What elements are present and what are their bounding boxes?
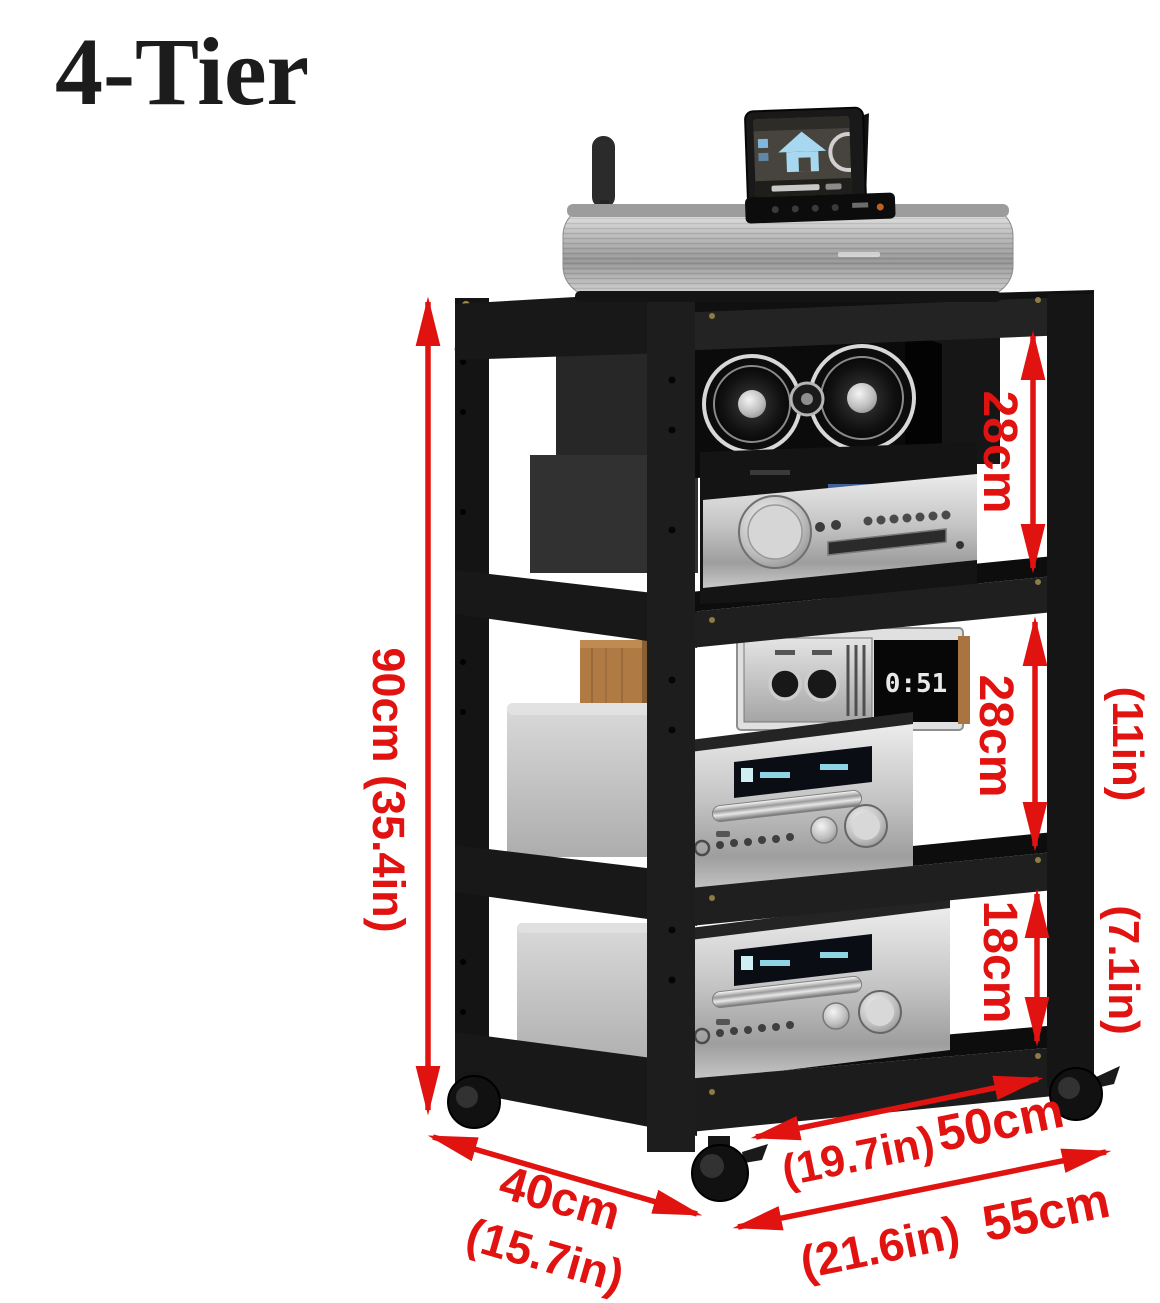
radio-dial bbox=[768, 667, 802, 701]
button-row bbox=[863, 510, 951, 526]
home-icon bbox=[778, 131, 827, 173]
disc-slot bbox=[827, 528, 947, 556]
label-overall-width-inches: (21.6in) bbox=[796, 1205, 964, 1288]
receiver-display bbox=[734, 934, 872, 986]
gold-screws bbox=[709, 297, 1041, 1095]
caster-brake bbox=[1094, 1066, 1120, 1088]
dimension-arrows bbox=[415, 296, 1112, 1231]
button-row bbox=[693, 831, 794, 857]
caster-front bbox=[691, 1136, 768, 1202]
label-overall-width: 55cm bbox=[978, 1172, 1114, 1252]
rack-front-right-post bbox=[1047, 294, 1094, 1088]
tier2-receiver bbox=[690, 712, 913, 894]
docked-tablet bbox=[744, 106, 896, 224]
cd-tray bbox=[711, 975, 863, 1009]
tier1-bookshelf-speaker bbox=[694, 332, 1000, 478]
tier1-receiver bbox=[700, 442, 977, 604]
label-total-height: 90cm (35.4in) bbox=[363, 647, 414, 932]
power-led bbox=[876, 203, 884, 211]
label-tier3-height-inches: (7.1in) bbox=[1099, 905, 1148, 1035]
caster-back-left bbox=[447, 1072, 501, 1129]
arrow-overall-width bbox=[732, 1148, 1112, 1231]
tweeter bbox=[789, 381, 825, 417]
tier3-receiver bbox=[690, 896, 950, 1082]
tier2-clock-radio: 0:51 bbox=[736, 627, 970, 731]
arrow-depth bbox=[427, 1134, 703, 1217]
label-tier1-height: 28cm bbox=[973, 391, 1026, 514]
antenna bbox=[592, 136, 615, 208]
clock-display bbox=[874, 640, 958, 722]
label-tier3-height: 18cm bbox=[973, 901, 1026, 1024]
screen-caption bbox=[771, 184, 820, 192]
label-tier2-height: 28cm bbox=[969, 675, 1022, 798]
woofer-right bbox=[808, 344, 916, 452]
page-title: 4-Tier bbox=[55, 18, 309, 125]
caster-right bbox=[1049, 1064, 1120, 1121]
rack-side-rails bbox=[455, 290, 697, 1136]
radio-dial bbox=[804, 666, 840, 702]
tier3-gray-box bbox=[517, 923, 652, 1071]
label-tier2-height-inches: (11in) bbox=[1103, 687, 1152, 802]
rack-front-left-post bbox=[647, 284, 695, 1152]
dock-controls bbox=[745, 192, 896, 224]
rack-back-left-post bbox=[454, 298, 489, 1092]
tier2-gray-box bbox=[507, 703, 665, 857]
clock-display-digits: 0:51 bbox=[885, 669, 948, 699]
cd-tray bbox=[711, 789, 863, 823]
arrow-shelf-width bbox=[750, 1075, 1044, 1141]
app-icon-circle bbox=[828, 132, 852, 173]
receiver-display bbox=[734, 746, 872, 798]
brand-text bbox=[838, 252, 880, 257]
woofer-left bbox=[702, 354, 802, 454]
top-speaker-dock bbox=[562, 136, 1014, 302]
